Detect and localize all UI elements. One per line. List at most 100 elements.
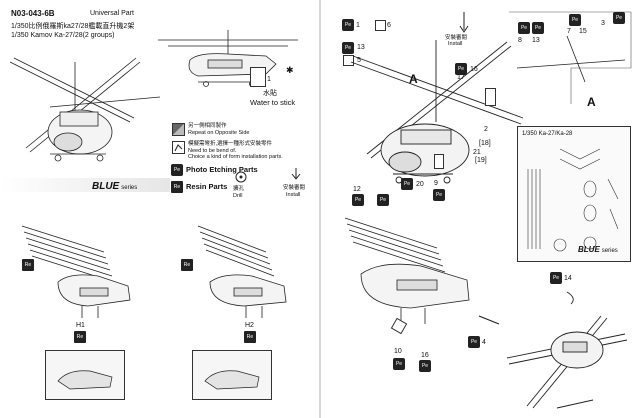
install-en-top: Install — [448, 41, 463, 47]
rotor-detail-inset — [509, 11, 632, 104]
decal-number: 1 — [267, 76, 271, 83]
drill-icon — [235, 171, 247, 183]
pe-badge-13b: Pe — [532, 22, 544, 34]
pe-badge-15: Pe — [569, 14, 581, 26]
logo-text: BLUE — [92, 181, 120, 192]
pe-badge-16b: Pe — [419, 360, 431, 372]
part-num-8: 8 — [518, 37, 522, 44]
part-num-9: 9 — [434, 180, 438, 187]
part-num-21: 21 — [473, 149, 481, 156]
part-panel-9 — [434, 154, 444, 169]
rotor-bottom-right — [506, 291, 628, 409]
pe-badge-1: Pe — [342, 19, 354, 31]
install-arrow-top — [459, 12, 469, 33]
opposite-icon-6 — [375, 20, 386, 31]
opposite-en: Repeat on Opposite Side — [188, 130, 250, 136]
opposite-icon-5 — [343, 55, 354, 66]
decal-swatch — [250, 67, 266, 87]
part-num-10: 10 — [394, 348, 402, 355]
part-num-13: 13 — [357, 44, 365, 51]
product-code: N03-043-6B — [11, 9, 55, 18]
left-page: N03-043-6B Universal Part 1/350比例俄羅斯ka27… — [0, 0, 319, 418]
part-num-17: 17 — [457, 74, 465, 81]
star-icon: ✱ — [286, 65, 294, 75]
part-num-7: 7 — [567, 28, 571, 35]
re-badge-h1: Re — [74, 331, 86, 343]
display-box-left — [45, 350, 125, 400]
label-h2: H2 — [245, 322, 254, 329]
opposite-side-icon — [172, 123, 185, 136]
part-num-16: 16 — [470, 66, 478, 73]
part-rod-4 — [478, 315, 500, 325]
pe-badge-20: Pe — [401, 178, 413, 190]
install-cn: 安裝審閱 — [283, 185, 306, 191]
bend-cn: 模擬需彎折,選擇一種形式安裝零件 — [188, 141, 273, 147]
bend-en-1: Need to be bend of. — [188, 148, 237, 154]
pe-badge-9: Pe — [433, 189, 445, 201]
universal-part-label: Universal Part — [90, 10, 134, 17]
re-badge-h2-left: Re — [181, 259, 193, 271]
part-num-15: 15 — [579, 28, 587, 35]
part-num-13b: 13 — [532, 37, 540, 44]
pe-badge: Pe — [171, 164, 183, 176]
part-num-3: 3 — [601, 20, 605, 27]
install-arrow-icon — [291, 168, 301, 180]
pe-badge-13: Pe — [342, 42, 354, 54]
bend-icon — [172, 141, 185, 154]
logo-sub: series — [121, 185, 138, 191]
re-badge-h2: Re — [244, 331, 256, 343]
assembly-h1-illustration — [21, 225, 131, 318]
water-label-en: Water to stick — [250, 98, 296, 107]
part-num-5: 5 — [357, 57, 361, 64]
part-num-1: 1 — [356, 22, 360, 29]
re-badge: Re — [171, 181, 183, 193]
re-badge-h1-left: Re — [22, 259, 34, 271]
part-num-12: 12 — [353, 186, 361, 193]
grey-band — [0, 178, 170, 192]
detail-marker-a-right: A — [587, 95, 596, 109]
page-fold — [319, 0, 321, 418]
part-num-4: 4 — [482, 339, 486, 346]
pe-badge-20b: Pe — [377, 194, 389, 206]
detail-marker-a: A — [409, 72, 418, 86]
pe-badge-3: Pe — [613, 12, 625, 24]
part-num-2: 2 — [484, 126, 488, 133]
part-num-14: 14 — [564, 275, 572, 282]
part-num-16b: 16 — [421, 352, 429, 359]
right-page: Pe 1 6 安裝審閱 Install Pe 13 5 Pe 16 17 Pe … — [321, 0, 640, 418]
assembly-h2-illustration — [197, 225, 287, 318]
pe-badge-10: Pe — [393, 358, 405, 370]
fret-logo-text: BLUE — [578, 245, 600, 254]
display-box-right — [192, 350, 272, 400]
title-english: 1/350 Kamov Ka-27/28(2 groups) — [11, 32, 115, 39]
install-cn-top: 安裝審閱 — [445, 35, 468, 41]
pe-badge-16: Pe — [455, 63, 467, 75]
helicopter-lower-assembly — [344, 217, 470, 324]
fret-parts — [527, 148, 619, 252]
pe-badge-8: Pe — [518, 22, 530, 34]
pe-badge-14: Pe — [550, 272, 562, 284]
helicopter-main-illustration — [9, 57, 161, 162]
install-en: Install — [286, 192, 301, 198]
part-num-18: [18] — [479, 140, 491, 147]
helicopter-rotor-assembly — [350, 40, 524, 184]
part-num-19: [19] — [475, 157, 487, 164]
photo-etching-label: Photo Etching Parts — [186, 165, 258, 174]
pe-badge-4: Pe — [468, 336, 480, 348]
part-panel-17 — [485, 88, 496, 106]
title-chinese: 1/350比例俄羅斯ka27/28艦載直升機2架 — [11, 23, 135, 30]
part-num-20: 20 — [416, 181, 424, 188]
opposite-cn: 另一側相同製作 — [188, 123, 227, 129]
helicopter-side-view — [158, 30, 298, 87]
drill-en: Drill — [233, 193, 243, 199]
drill-cn: 擴孔 — [233, 186, 245, 192]
pe-badge-12: Pe — [352, 194, 364, 206]
part-num-6: 6 — [387, 22, 391, 29]
fret-logo-sub: series — [601, 248, 618, 254]
label-h1: H1 — [76, 322, 85, 329]
fret-title: 1/350 Ka-27/Ka-28 — [522, 131, 573, 137]
water-label-cn: 水貼 — [263, 90, 277, 97]
